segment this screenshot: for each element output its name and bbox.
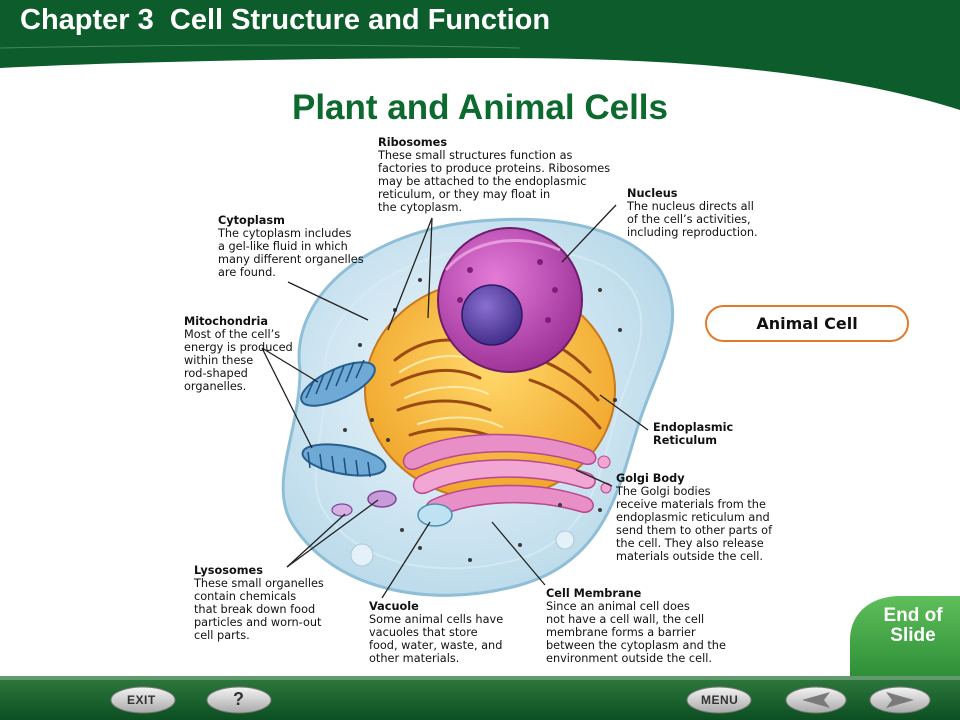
golgi-line: the cell. They also release [616,537,764,550]
membrane-title: Cell Membrane [546,587,642,600]
membrane-label: Cell Membrane Since an animal cell does … [546,587,726,665]
mitochondria-label: Mitochondria Most of the cell’s energy i… [184,315,293,393]
end-of-slide-line1: End of [883,605,943,626]
golgi-line: materials outside the cell. [616,550,764,563]
lysosomes-line: contain chemicals [194,590,297,603]
mitochondria-line: Most of the cell’s [184,328,281,341]
end-of-slide-button[interactable]: End of Slide [872,606,954,646]
ribosomes-label: Ribosomes These small structures functio… [378,136,610,214]
lysosomes-line: particles and worn-out [194,616,322,629]
ribosomes-line: reticulum, or they may float in [378,188,551,201]
mitochondria-title: Mitochondria [184,315,268,328]
mitochondria-line: organelles. [184,380,247,393]
mitochondria-line: rod-shaped [184,367,248,380]
lysosomes-line: These small organelles [194,577,324,590]
chapter-title: Chapter 3 Cell Structure and Function [20,4,551,36]
lysosomes-label: Lysosomes These small organelles contain… [194,564,324,642]
membrane-line: not have a cell wall, the cell [546,613,705,626]
er-title: Endoplasmic [653,421,734,434]
membrane-line: Since an animal cell does [546,600,690,613]
golgi-label: Golgi Body The Golgi bodies receive mate… [616,472,772,563]
mitochondria-line: within these [184,354,254,367]
exit-button[interactable]: EXIT [111,686,175,714]
vacuole-title: Vacuole [369,600,419,613]
vacuole-line: Some animal cells have [369,613,504,626]
er-title-line2: Reticulum [653,434,718,447]
menu-label: MENU [701,693,739,707]
help-button[interactable]: ? [207,686,271,714]
lysosomes-line: cell parts. [194,629,250,642]
nav-buttons [110,686,931,714]
help-icon: ? [233,689,245,709]
nucleus-line: of the cell’s activities, [627,213,751,226]
ribosomes-line: may be attached to the endoplasmic [378,175,587,188]
back-button[interactable] [786,686,846,714]
nucleus-line: including reproduction. [627,226,758,239]
cytoplasm-title: Cytoplasm [218,214,285,227]
membrane-line: between the cytoplasm and the [546,639,726,652]
left-arrow-icon [802,692,830,708]
membrane-line: environment outside the cell. [546,652,712,665]
golgi-line: receive materials from the [616,498,766,511]
membrane-line: membrane forms a barrier [546,626,696,639]
vacuole-line: food, water, waste, and [369,639,503,652]
lysosomes-title: Lysosomes [194,564,263,577]
end-of-slide-line2: Slide [890,625,936,646]
nucleus-label: Nucleus The nucleus directs all of the c… [627,187,758,239]
ribosomes-line: factories to produce proteins. Ribosomes [378,162,611,175]
nucleus-line: The nucleus directs all [627,200,754,213]
slide-title: Plant and Animal Cells [291,88,668,127]
animal-cell-illustration [261,204,675,599]
exit-label: EXIT [127,693,156,707]
mitochondria-line: energy is produced [184,341,293,354]
forward-button[interactable] [870,686,930,714]
golgi-title: Golgi Body [616,472,685,485]
cytoplasm-line: are found. [218,266,276,279]
golgi-line: send them to other parts of [616,524,773,537]
ribosomes-line: These small structures function as [378,149,573,162]
er-label: Endoplasmic Reticulum [653,421,733,447]
vacuole-line: vacuoles that store [369,626,478,639]
vacuole-line: other materials. [369,652,460,665]
vacuole-label: Vacuole Some animal cells have vacuoles … [369,600,503,665]
golgi-line: The Golgi bodies [616,485,711,498]
menu-button[interactable]: MENU [687,686,751,714]
cytoplasm-line: The cytoplasm includes [218,227,352,240]
cytoplasm-label: Cytoplasm The cytoplasm includes a gel-l… [218,214,364,279]
animal-cell-badge: Animal Cell [705,305,909,342]
nucleus-title: Nucleus [627,187,678,200]
cytoplasm-line: a gel-like fluid in which [218,240,348,253]
right-arrow-icon [886,692,914,708]
golgi-line: endoplasmic reticulum and [616,511,770,524]
ribosomes-title: Ribosomes [378,136,448,149]
lysosomes-line: that break down food [194,603,316,616]
ribosomes-line: the cytoplasm. [378,201,463,214]
cytoplasm-line: many different organelles [218,253,364,266]
